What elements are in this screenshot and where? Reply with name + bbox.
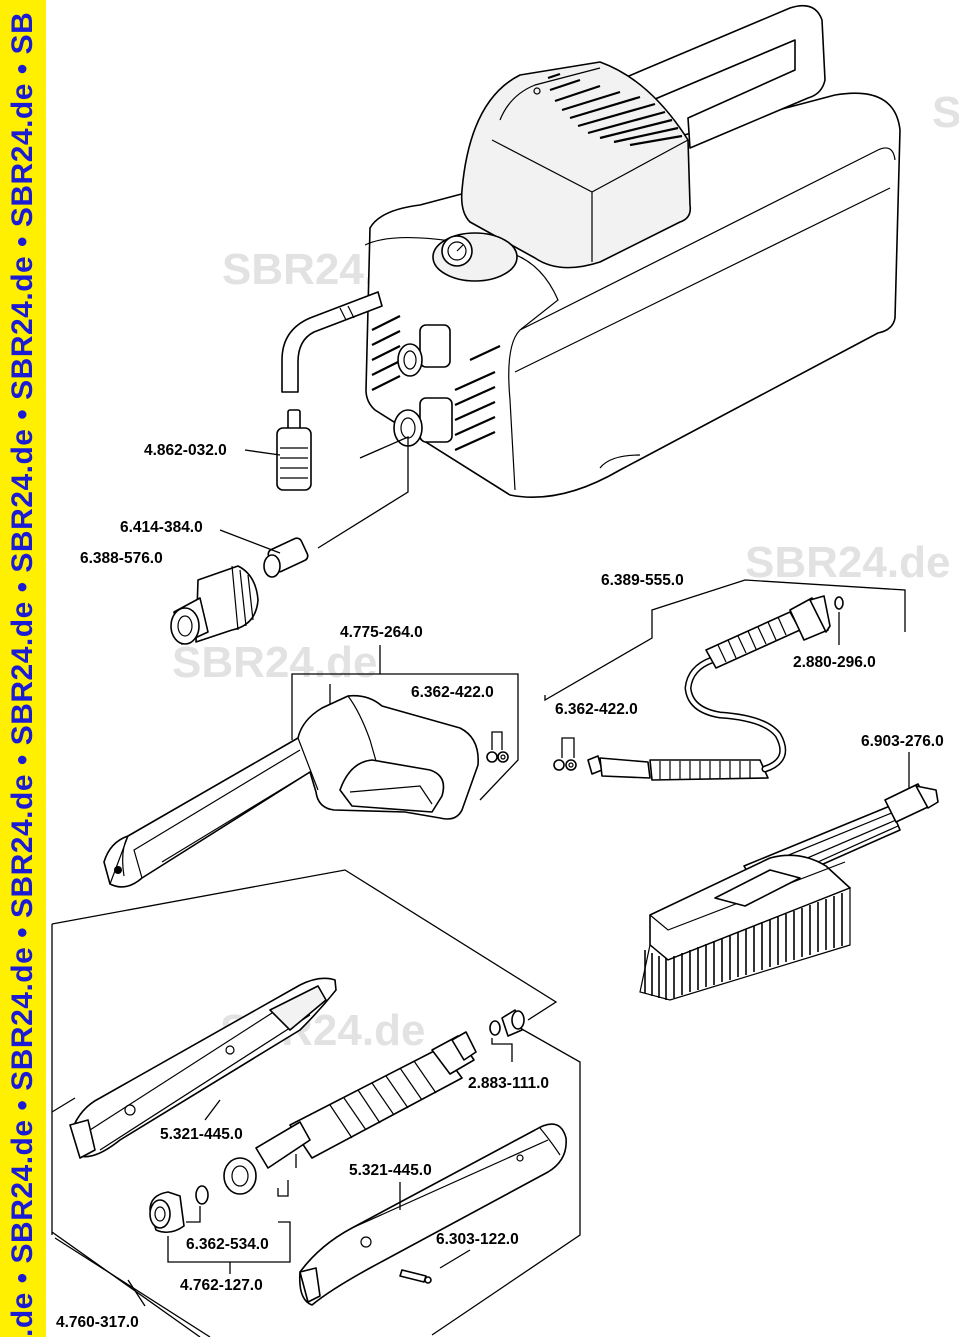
part-label: 6.303-122.0 <box>436 1231 519 1248</box>
part-label: 6.388-576.0 <box>80 550 163 567</box>
watermark: SB <box>932 88 959 137</box>
detergent-filter-part <box>276 409 312 491</box>
part-label: 6.362-534.0 <box>186 1236 269 1253</box>
part-label: 4.862-032.0 <box>144 442 227 459</box>
handle-shell-right-part <box>298 1123 567 1306</box>
part-label: 6.903-276.0 <box>861 733 944 750</box>
part-label: 4.760-317.0 <box>56 1314 139 1331</box>
screw-part <box>399 1269 432 1284</box>
part-label: 6.362-422.0 <box>555 701 638 718</box>
sbr24-banner: .de • SBR24.de • SBR24.de • SBR24.de • S… <box>0 0 46 1337</box>
part-label: 6.414-384.0 <box>120 519 203 536</box>
part-label: 6.389-555.0 <box>601 572 684 589</box>
watermark: SBR24.de <box>745 538 950 587</box>
part-label: 6.362-422.0 <box>411 684 494 701</box>
handle-shell-left-part <box>69 977 337 1159</box>
part-label: 2.880-296.0 <box>793 654 876 671</box>
part-label: 2.883-111.0 <box>468 1075 549 1092</box>
pressure-washer-unit <box>281 4 901 498</box>
hose-insert-part <box>263 537 309 578</box>
seal-and-plug-part <box>149 1185 209 1234</box>
part-label: 5.321-445.0 <box>349 1162 432 1179</box>
hose-coupling-part <box>170 565 259 645</box>
nozzle-fitting-part <box>489 1009 525 1037</box>
part-label: 5.321-445.0 <box>160 1126 243 1143</box>
high-pressure-hose-part <box>587 595 831 781</box>
trigger-gun-part <box>103 694 479 888</box>
valve-assembly-part <box>223 1031 477 1197</box>
part-label: 4.762-127.0 <box>180 1277 263 1294</box>
part-label: 4.775-264.0 <box>340 624 423 641</box>
wash-brush-part <box>639 783 939 1001</box>
watermark: SBR24.de <box>172 638 377 687</box>
